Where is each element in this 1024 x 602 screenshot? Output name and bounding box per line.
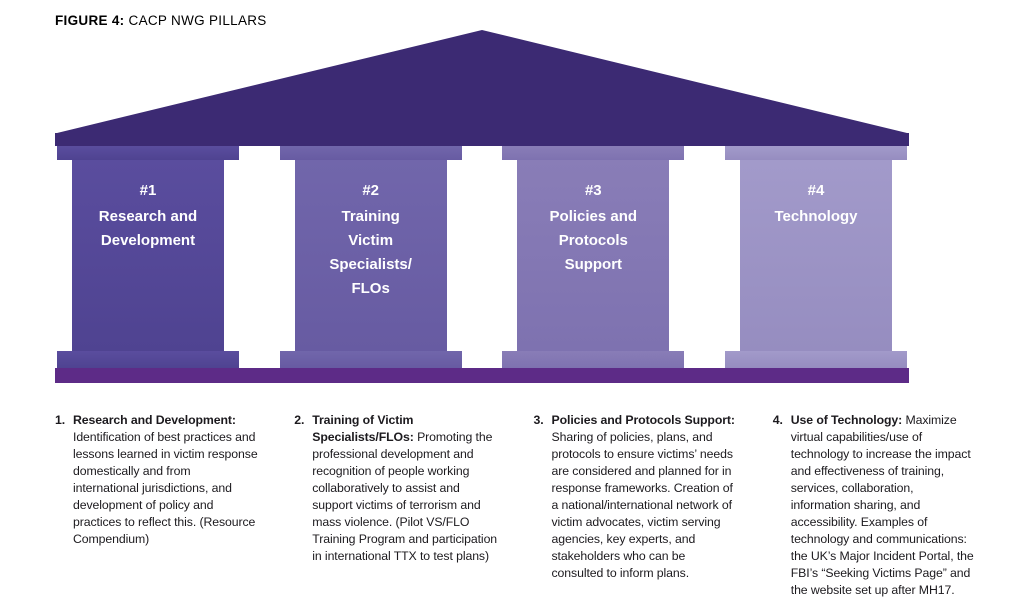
description-text: Identification of best practices and les…: [73, 429, 258, 546]
description-lead: Use of Technology:: [790, 413, 903, 427]
temple-beam: [55, 133, 909, 146]
pillar-title: Technology: [774, 208, 858, 225]
temple-roof: [57, 30, 907, 133]
pillar-text: #1 Research and Development: [59, 179, 237, 253]
description-row: 1. Research and Development: Identificat…: [55, 412, 976, 599]
description-2-training: 2. Training of Victim Specialists/FLOs: …: [294, 412, 497, 599]
pillar-text: #3 Policies and Protocols Support: [504, 179, 682, 277]
pillar-title: Research and Development: [98, 208, 198, 249]
description-1-research: 1. Research and Development: Identificat…: [55, 412, 258, 599]
pillar-text: #4 Technology: [727, 179, 905, 229]
pillar-number: #3: [584, 182, 602, 199]
pillar-shaft: [517, 160, 670, 351]
pillar-base: [279, 351, 462, 368]
pillar-title: Training Victim Specialists/ FLOs: [329, 208, 412, 297]
pillar-shaft: [72, 160, 224, 351]
description-text: Maximize virtual capabilities/use of tec…: [790, 413, 974, 597]
pillar-number: #4: [807, 182, 825, 199]
pillar-row: #1 Research and Development #2 Training …: [57, 146, 907, 368]
pillar-shaft: [294, 160, 447, 351]
pillar-text: #2 Training Victim Specialists/ FLOs: [282, 179, 460, 301]
pillar-capital: [279, 146, 462, 160]
description-lead: Research and Development:: [73, 413, 236, 427]
description-body: Training of Victim Specialists/FLOs: Pro…: [312, 412, 497, 599]
pillar-number: #1: [139, 182, 157, 199]
description-text: Promoting the professional development a…: [312, 429, 498, 563]
pillar-capital: [57, 146, 239, 160]
description-4-technology: 4. Use of Technology: Maximize virtual c…: [773, 412, 976, 599]
description-body: Use of Technology: Maximize virtual capa…: [791, 412, 976, 599]
pillar-capital: [502, 146, 685, 160]
description-number: 4.: [772, 413, 783, 427]
description-lead: Training of Victim Specialists/FLOs:: [312, 413, 414, 444]
description-text: Sharing of policies, plans, and protocol…: [551, 429, 733, 580]
pillar-3-policies: #3 Policies and Protocols Support: [502, 146, 685, 368]
figure-caption: FIGURE 4: CACP NWG PILLARS: [55, 13, 267, 28]
figure-label: FIGURE 4:: [55, 13, 125, 28]
figure-title: CACP NWG PILLARS: [124, 13, 267, 28]
pillar-1-research: #1 Research and Development: [57, 146, 239, 368]
pillar-base: [502, 351, 685, 368]
pillar-base: [724, 351, 907, 368]
pillar-shaft: [739, 160, 892, 351]
pillar-2-training: #2 Training Victim Specialists/ FLOs: [279, 146, 462, 368]
description-body: Research and Development: Identification…: [73, 412, 258, 599]
description-number: 3.: [533, 413, 544, 427]
description-number: 2.: [294, 413, 305, 427]
description-3-policies: 3. Policies and Protocols Support: Shari…: [534, 412, 737, 599]
temple-foundation: [55, 368, 909, 383]
pillar-number: #2: [362, 182, 379, 199]
pillar-4-technology: #4 Technology: [724, 146, 907, 368]
description-body: Policies and Protocols Support: Sharing …: [552, 412, 737, 599]
pillar-title: Policies and Protocols Support: [549, 208, 638, 273]
pillar-base: [57, 351, 239, 368]
pillar-capital: [724, 146, 907, 160]
description-number: 1.: [55, 413, 66, 427]
description-lead: Policies and Protocols Support:: [551, 413, 736, 427]
